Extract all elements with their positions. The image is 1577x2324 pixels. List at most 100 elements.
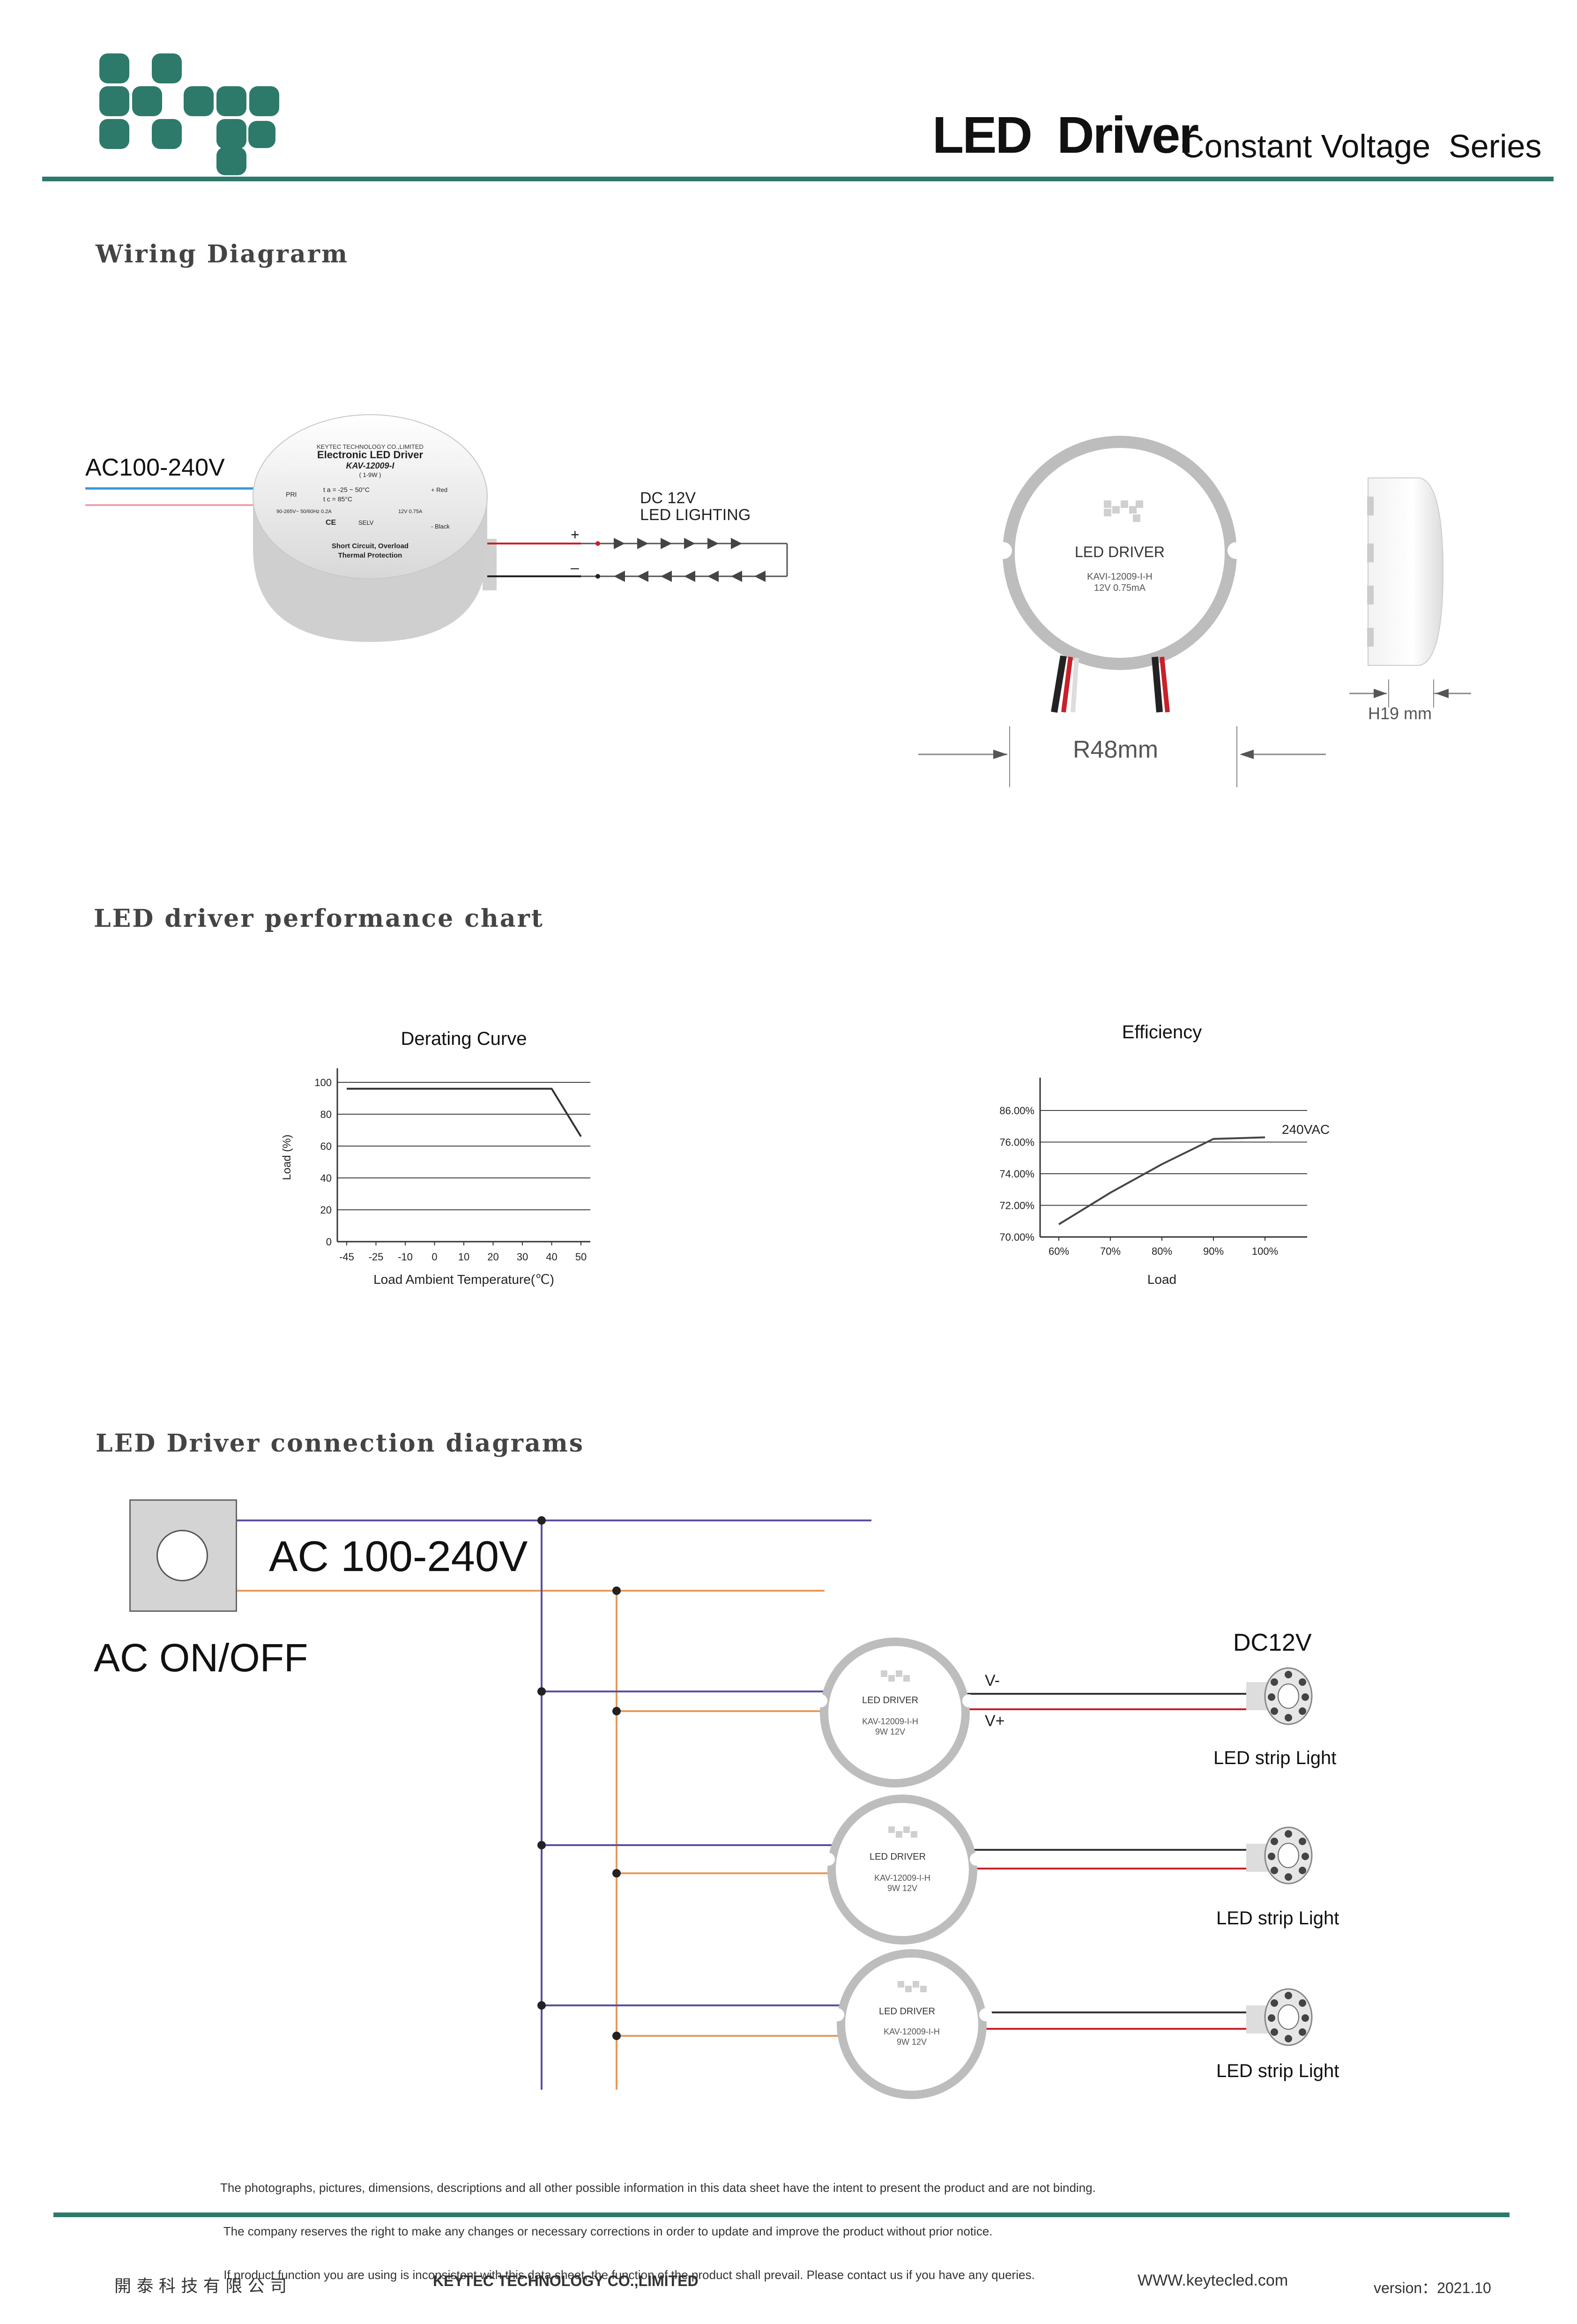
driver-3-model: KAV-12009-I-H [884,2027,940,2036]
y-tick-label: 100 [314,1077,332,1088]
y-tick-label: 70.00% [999,1231,1034,1243]
photo-model: KAV-12009-I [346,461,394,470]
x-tick-label: 100% [1252,1245,1278,1257]
photo-company: KEYTEC TECHNOLOGY CO.,LIMITED [317,443,424,450]
v-plus-label: V+ [985,1712,1005,1730]
led-strip-reel-2 [1246,1826,1313,1885]
driver-2-spec: 9W 12V [887,1884,918,1893]
strip-3-label: LED strip Light [1216,2061,1339,2081]
driver-top-view [995,436,1244,713]
v-minus-label: V- [985,1672,1000,1690]
footer-version: version：2021.10 [1374,2279,1491,2296]
disclaimer-line-2: The company reserves the right to make a… [220,2224,993,2238]
footer-company-en: KEYTEC TECHNOLOGY CO.,LIMITED [433,2272,699,2289]
chart-title: Derating Curve [401,1028,527,1049]
x-tick-label: 40 [546,1251,557,1263]
ac-wire-blue [85,487,254,490]
driver-top-spec: 12V 0.75mA [1093,583,1146,593]
ac-switch [129,1499,237,1612]
x-tick-label: 90% [1203,1245,1224,1257]
ac-wire-pink [85,504,254,506]
footer-rule [53,2212,1510,2217]
y-tick-label: 20 [320,1204,332,1216]
driver-3-label: LED DRIVER [878,2006,936,2017]
x-axis-label: Load [1147,1272,1176,1287]
x-tick-label: 80% [1152,1245,1172,1257]
driver-1-model: KAV-12009-I-H [862,1717,918,1726]
disclaimer: The photographs, pictures, dimensions, d… [220,2152,1096,2297]
y-tick-label: 0 [326,1236,332,1248]
x-tick-label: -45 [339,1251,354,1263]
driver-1-label: LED DRIVER [862,1695,919,1706]
led-strip-reel-1 [1246,1667,1313,1725]
driver-product-photo: KEYTEC TECHNOLOGY CO.,LIMITED Electronic… [253,414,497,642]
driver-2-model: KAV-12009-I-H [874,1873,930,1883]
photo-ce: CE [326,519,336,527]
page-subtitle: Constant Voltage Series [1181,128,1542,164]
connection-wiring [237,1516,1313,2099]
photo-output: 12V 0.75A [398,509,423,514]
driver-2-label: LED DRIVER [869,1852,926,1862]
x-tick-label: 60% [1049,1245,1069,1257]
x-tick-label: 30 [517,1251,528,1263]
minus-sign: – [571,559,579,576]
connection-section-title: LED Driver connection diagrams [96,1429,585,1458]
plus-sign: + [571,526,580,543]
driver-unit-3 [831,1949,992,2099]
strip-2-label: LED strip Light [1216,1908,1339,1929]
disclaimer-line-1: The photographs, pictures, dimensions, d… [220,2181,1096,2195]
dc12v-label: DC12V [1233,1629,1312,1656]
y-tick-label: 72.00% [999,1200,1034,1212]
dimension-diameter: R48mm [1073,736,1159,763]
photo-name: Electronic LED Driver [317,449,424,461]
y-tick-label: 60 [320,1140,332,1152]
photo-ta: t a = -25 ~ 50°C [323,486,370,493]
driver-3-spec: 9W 12V [896,2037,927,2047]
photo-red: + Red [431,486,447,493]
x-tick-label: 70% [1100,1245,1121,1257]
efficiency-chart: Efficiency70.00%72.00%74.00%76.00%86.00%… [999,1022,1330,1287]
photo-input: 90-265V~ 50/60Hz 0.2A [276,509,332,514]
derating-series-line [347,1088,582,1137]
footer-website[interactable]: WWW.keytecled.com [1138,2272,1288,2289]
footer-company-cn: 開 泰 科 技 有 限 公 司 [114,2277,287,2296]
y-axis-label: Load (%) [281,1134,293,1180]
x-tick-label: 10 [458,1251,469,1263]
ac-input-label: AC100-240V [85,454,225,481]
y-tick-label: 40 [320,1172,332,1184]
led-strip-reel-3 [1246,1988,1313,2046]
x-axis-label: Load Ambient Temperature(℃) [373,1272,554,1287]
keytec-logo [99,53,279,175]
dimension-height: H19 mm [1368,704,1432,723]
photo-black: - Black [431,523,450,530]
x-tick-label: 20 [487,1251,498,1263]
driver-top-model: KAVI-12009-I-H [1087,572,1153,582]
wiring-section-title: Wiring Diagrarm [96,240,349,268]
x-tick-label: -10 [398,1251,413,1263]
performance-section-title: LED driver performance chart [94,904,544,933]
photo-tc: t c = 85°C [323,495,352,503]
disclaimer-line-3: If product function you are using is inc… [220,2268,1035,2282]
driver-1-spec: 9W 12V [875,1727,906,1736]
dc-label-lighting: LED LIGHTING [640,506,751,524]
driver-unit-1 [814,1638,975,1788]
chart-title: Efficiency [1122,1022,1202,1043]
switch-label: AC ON/OFF [94,1636,308,1680]
header-rule [42,177,1554,181]
photo-protect-2: Thermal Protection [338,551,402,559]
dc-label-voltage: DC 12V [640,489,696,507]
strip-1-label: LED strip Light [1213,1748,1337,1768]
y-tick-label: 86.00% [999,1105,1034,1117]
photo-watt: ( 1-9W ) [359,471,381,478]
page-title: LED Driver [932,106,1199,164]
driver-side-view [1367,477,1444,666]
photo-pri: PRI [286,491,297,498]
photo-protect-1: Short Circuit, Overload [332,542,409,550]
photo-selv: SELV [358,519,374,526]
x-tick-label: 50 [575,1251,587,1263]
series-annotation: 240VAC [1282,1122,1330,1137]
x-tick-label: 0 [431,1251,437,1263]
driver-top-label: LED DRIVER [1074,544,1165,560]
led-string-schematic: + – [487,526,788,582]
